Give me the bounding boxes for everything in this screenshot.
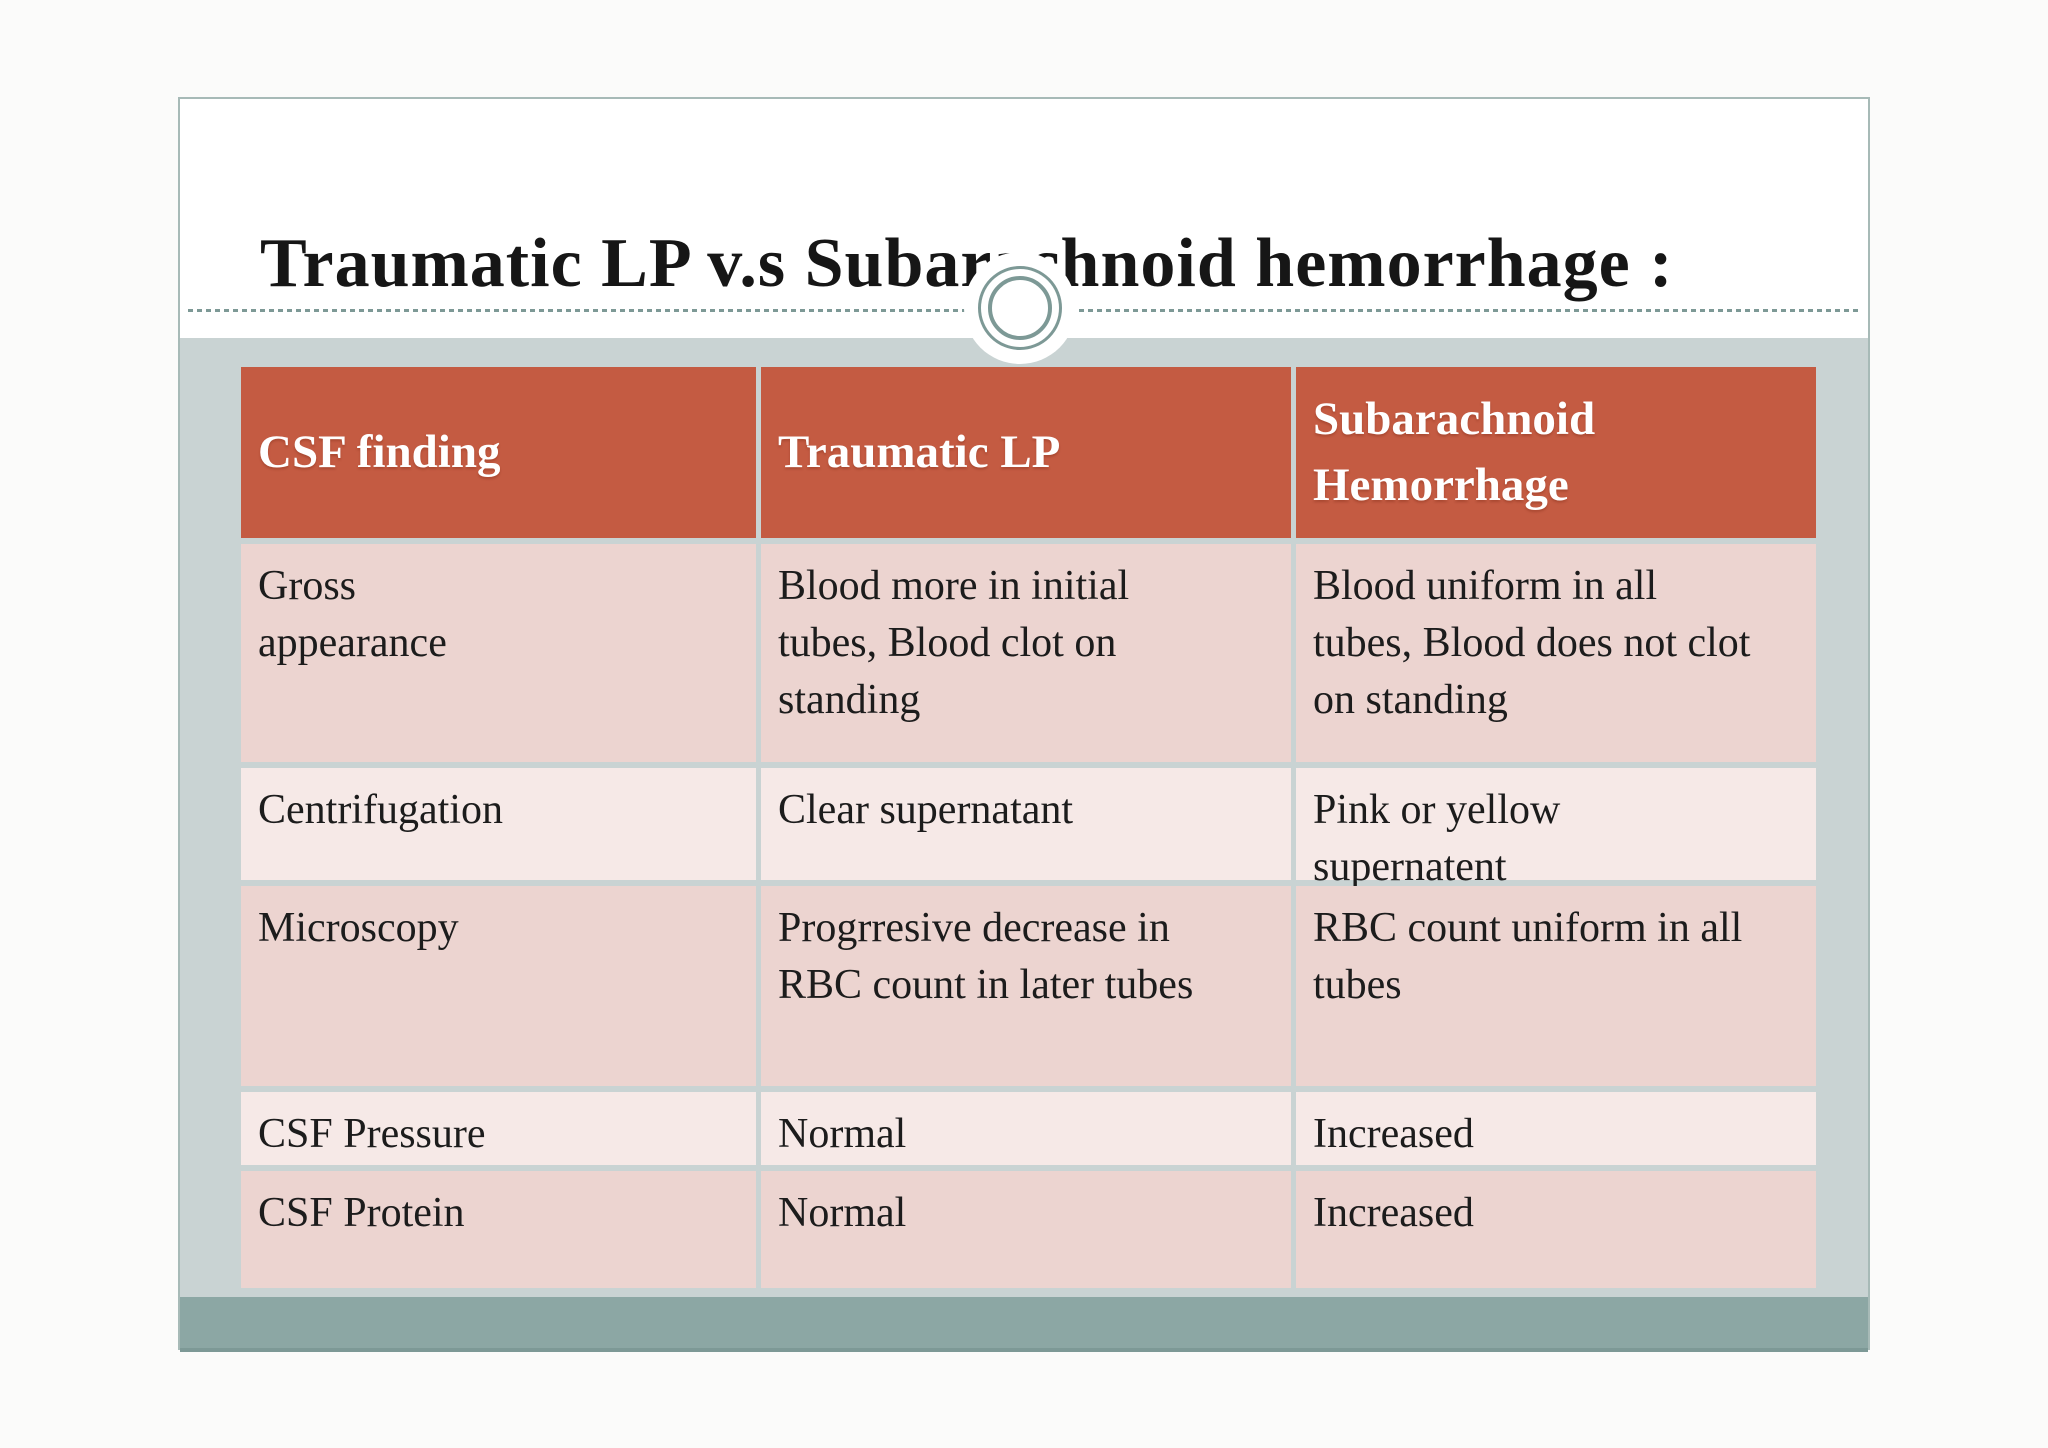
cell-text: Normal	[778, 1190, 907, 1236]
cell-text: RBC count uniform in all tubes	[1313, 905, 1743, 1009]
header-label: Subarachnoid Hemorrhage	[1313, 392, 1596, 511]
table-cell: Pink or yellow supernatent	[1296, 768, 1816, 890]
table-cell: Gross appearance	[241, 544, 756, 762]
table-header-cell: Traumatic LP	[761, 367, 1291, 538]
divider-circle-inner-ring-icon	[988, 276, 1052, 340]
cell-text: CSF Protein	[258, 1190, 465, 1236]
slide-canvas: Traumatic LP v.s Subarachnoid hemorrhage…	[178, 97, 1870, 1352]
table-cell: Normal	[761, 1171, 1291, 1288]
table-cell: Increased	[1296, 1092, 1816, 1165]
cell-text: CSF Pressure	[258, 1111, 486, 1157]
cell-text: Centrifugation	[258, 787, 503, 833]
cell-text: Increased	[1313, 1190, 1474, 1236]
table-cell: Progrresive decrease in RBC count in lat…	[761, 886, 1291, 1086]
cell-text: Blood uniform in all tubes, Blood does n…	[1313, 563, 1751, 724]
table-cell: Microscopy	[241, 886, 756, 1086]
table-cell: Blood uniform in all tubes, Blood does n…	[1296, 544, 1816, 762]
cell-text: Clear supernatant	[778, 787, 1074, 833]
cell-text: Increased	[1313, 1111, 1474, 1157]
table-cell: Centrifugation	[241, 768, 756, 880]
header-label: CSF finding	[258, 425, 501, 478]
cell-text: Microscopy	[258, 905, 459, 951]
table-cell: CSF Pressure	[241, 1092, 756, 1165]
cell-text: Progrresive decrease in RBC count in lat…	[778, 905, 1194, 1009]
table-header-cell: CSF finding	[241, 367, 756, 538]
cell-text: Normal	[778, 1111, 907, 1157]
slide-footer-band	[180, 1297, 1868, 1352]
comparison-table: CSF finding Traumatic LP Subarachnoid He…	[241, 367, 1816, 1288]
table-header-cell: Subarachnoid Hemorrhage	[1296, 367, 1816, 538]
cell-text: Blood more in initial tubes, Blood clot …	[778, 563, 1130, 724]
divider-circle-ornament-icon	[978, 266, 1062, 350]
table-cell: CSF Protein	[241, 1171, 756, 1288]
table-cell: Blood more in initial tubes, Blood clot …	[761, 544, 1291, 762]
table-cell: RBC count uniform in all tubes	[1296, 886, 1816, 1086]
table-cell: Increased	[1296, 1171, 1816, 1288]
slide-title: Traumatic LP v.s Subarachnoid hemorrhage…	[260, 224, 1674, 302]
cell-text: Gross appearance	[258, 563, 447, 667]
table-cell: Normal	[761, 1092, 1291, 1165]
table-cell: Clear supernatant	[761, 768, 1291, 880]
header-label: Traumatic LP	[778, 425, 1061, 478]
cell-text: Pink or yellow supernatent	[1313, 787, 1561, 891]
